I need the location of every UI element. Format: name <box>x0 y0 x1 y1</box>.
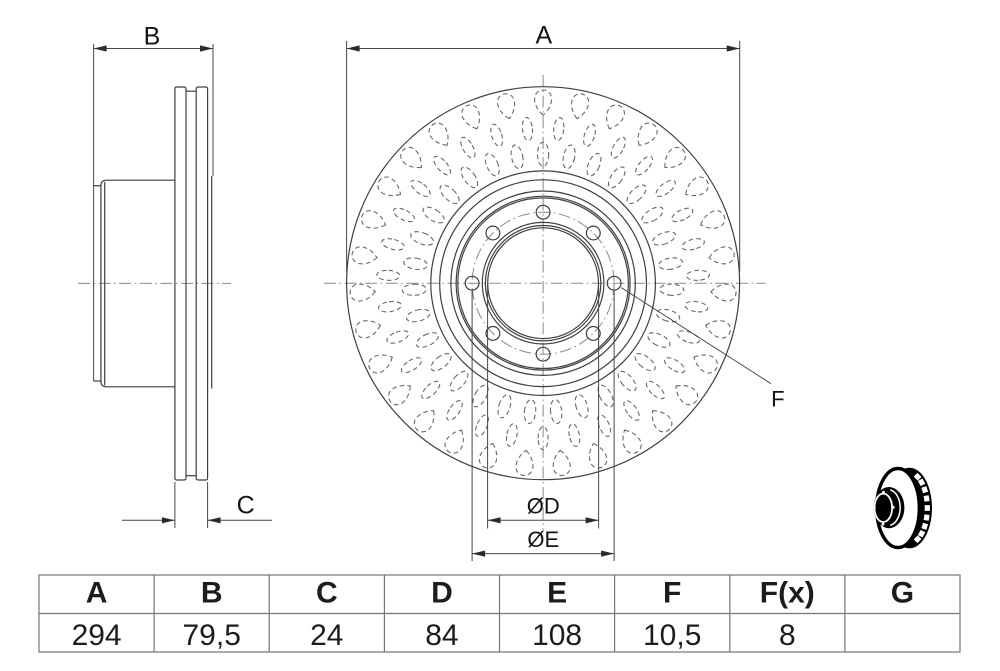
svg-text:F(x): F(x) <box>760 577 815 610</box>
svg-text:B: B <box>201 577 223 610</box>
svg-text:A: A <box>536 22 553 50</box>
svg-text:108: 108 <box>532 619 582 652</box>
svg-text:ØD: ØD <box>527 494 560 519</box>
svg-text:A: A <box>86 577 108 610</box>
svg-text:C: C <box>316 577 338 610</box>
svg-text:79,5: 79,5 <box>183 619 241 652</box>
svg-text:G: G <box>891 577 914 610</box>
svg-text:8: 8 <box>779 619 796 652</box>
svg-text:84: 84 <box>425 619 458 652</box>
svg-text:10,5: 10,5 <box>643 619 701 652</box>
svg-text:294: 294 <box>72 619 122 652</box>
svg-text:F: F <box>771 387 784 412</box>
svg-text:D: D <box>431 577 453 610</box>
svg-text:24: 24 <box>310 619 343 652</box>
svg-text:C: C <box>237 492 255 520</box>
svg-text:F: F <box>663 577 681 610</box>
svg-text:ØE: ØE <box>527 527 559 552</box>
svg-text:E: E <box>547 577 567 610</box>
svg-text:B: B <box>144 23 161 51</box>
